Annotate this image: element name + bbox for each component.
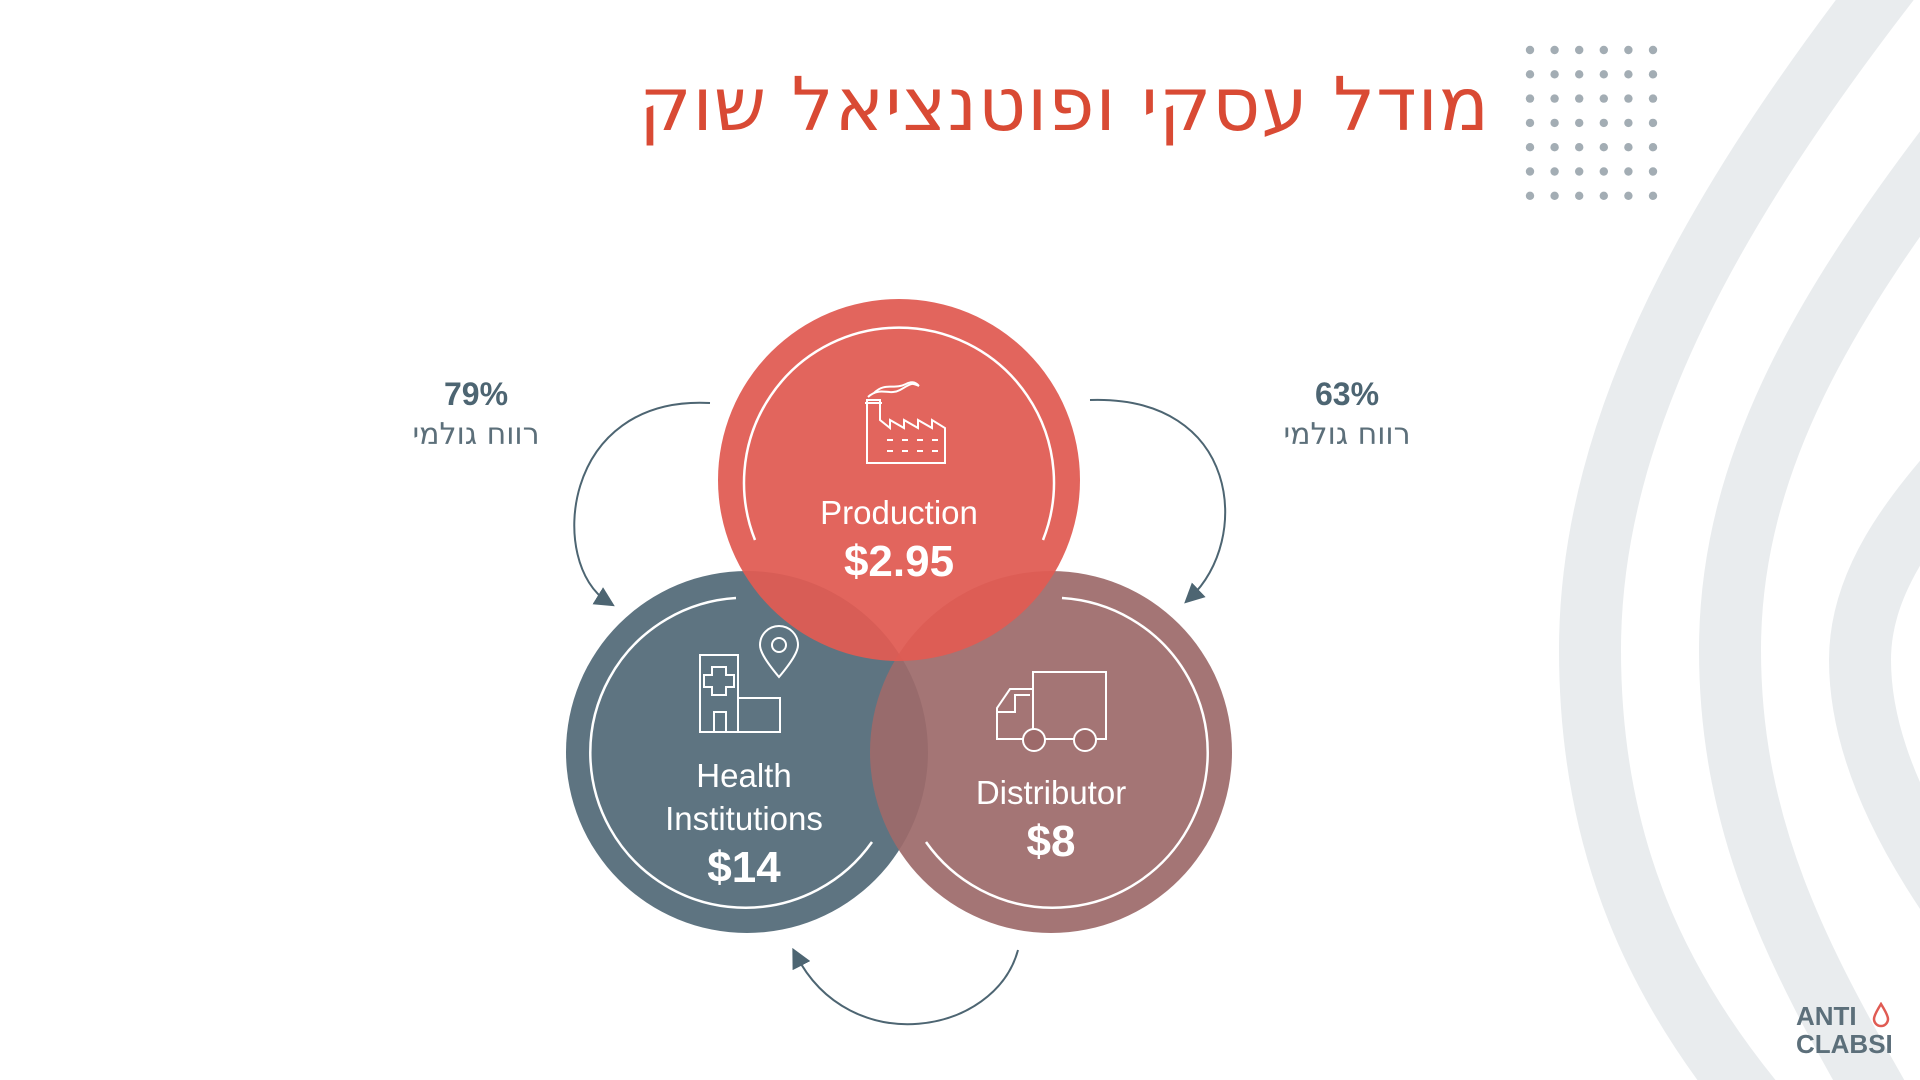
- factory-icon: [865, 381, 946, 464]
- grid-dot: [1624, 118, 1633, 128]
- grid-dot: [1599, 94, 1608, 103]
- health-inner-ring: [589, 596, 874, 909]
- distributor-name: Distributor: [975, 774, 1127, 811]
- grid-dot: [1525, 118, 1535, 128]
- hospital-location-icon: [699, 625, 800, 733]
- gross-margin-right: 63% רווח גולמי: [1227, 374, 1467, 456]
- health-price: $14: [707, 843, 781, 892]
- grid-dot: [1550, 167, 1559, 176]
- logo-line1: ANTI: [1796, 1001, 1857, 1031]
- grid-dot: [1550, 118, 1559, 128]
- grid-dot: [1575, 118, 1584, 128]
- grid-dot: [1575, 70, 1584, 79]
- gross-margin-left: 79% רווח גולמי: [356, 374, 596, 456]
- grid-dot: [1624, 94, 1633, 103]
- health-circle: [566, 571, 928, 933]
- arrow-production-to-distributor: [1089, 398, 1227, 604]
- grid-dot: [1550, 70, 1559, 79]
- grid-dot: [1575, 45, 1584, 55]
- grid-dot: [1648, 167, 1658, 176]
- grid-dot: [1525, 143, 1535, 152]
- grid-dot: [1575, 167, 1584, 176]
- gross-margin-left-label: רווח גולמי: [412, 417, 540, 452]
- grid-dot: [1599, 45, 1608, 55]
- grid-dot: [1525, 94, 1535, 103]
- production-label: Production $2.95: [739, 491, 1059, 590]
- grid-dot: [1599, 70, 1608, 79]
- production-inner-ring: [742, 326, 1056, 541]
- gross-margin-left-percent: 79%: [443, 376, 509, 412]
- arrow-distributor-to-health: [792, 947, 1019, 1026]
- grid-dot: [1648, 191, 1658, 200]
- production-circle: [718, 299, 1080, 661]
- page-title: מודל עסקי ופוטנציאל שוק: [638, 62, 1490, 148]
- grid-dot: [1599, 167, 1608, 176]
- logo-line2: CLABSI: [1796, 1029, 1893, 1059]
- grid-dot: [1599, 143, 1608, 152]
- health-name-line2: Institutions: [665, 800, 823, 837]
- grid-dot: [1575, 191, 1584, 200]
- grid-dot: [1648, 94, 1658, 103]
- grid-dot: [1525, 45, 1535, 55]
- grid-dot: [1525, 70, 1535, 79]
- distributor-label: Distributor $8: [891, 771, 1211, 870]
- distributor-inner-ring: [924, 596, 1209, 909]
- gross-margin-right-percent: 63%: [1314, 376, 1380, 412]
- grid-dot: [1575, 94, 1584, 103]
- gross-margin-right-label: רווח גולמי: [1283, 417, 1411, 452]
- grid-dot: [1648, 70, 1658, 79]
- grid-dot: [1550, 191, 1559, 200]
- grid-dot: [1550, 94, 1559, 103]
- grid-dot: [1624, 143, 1633, 152]
- grid-dot: [1624, 167, 1633, 176]
- production-price: $2.95: [843, 537, 955, 586]
- grid-dot: [1550, 143, 1559, 152]
- health-name-line1: Health: [696, 757, 792, 794]
- grid-dot: [1575, 143, 1584, 152]
- distributor-price: $8: [1026, 817, 1076, 866]
- truck-icon: [996, 671, 1107, 752]
- grid-dot: [1525, 191, 1535, 200]
- grid-dot: [1648, 45, 1658, 55]
- grid-dot: [1648, 143, 1658, 152]
- grid-dot: [1599, 118, 1608, 128]
- dot-grid-decoration: [1525, 45, 1658, 200]
- grid-dot: [1624, 70, 1633, 79]
- grid-dot: [1599, 191, 1608, 200]
- anti-clabsi-logo: ANTI CLABSI: [1796, 1002, 1896, 1058]
- production-name: Production: [820, 494, 978, 531]
- grid-dot: [1550, 45, 1559, 55]
- blood-drop-icon: [1872, 1002, 1890, 1028]
- arrow-production-to-health: [573, 401, 711, 607]
- health-label: Health Institutions $14: [584, 754, 904, 896]
- grid-dot: [1624, 191, 1633, 200]
- grid-dot: [1525, 167, 1535, 176]
- grid-dot: [1648, 118, 1658, 128]
- grid-dot: [1624, 45, 1633, 55]
- distributor-circle: [870, 571, 1232, 933]
